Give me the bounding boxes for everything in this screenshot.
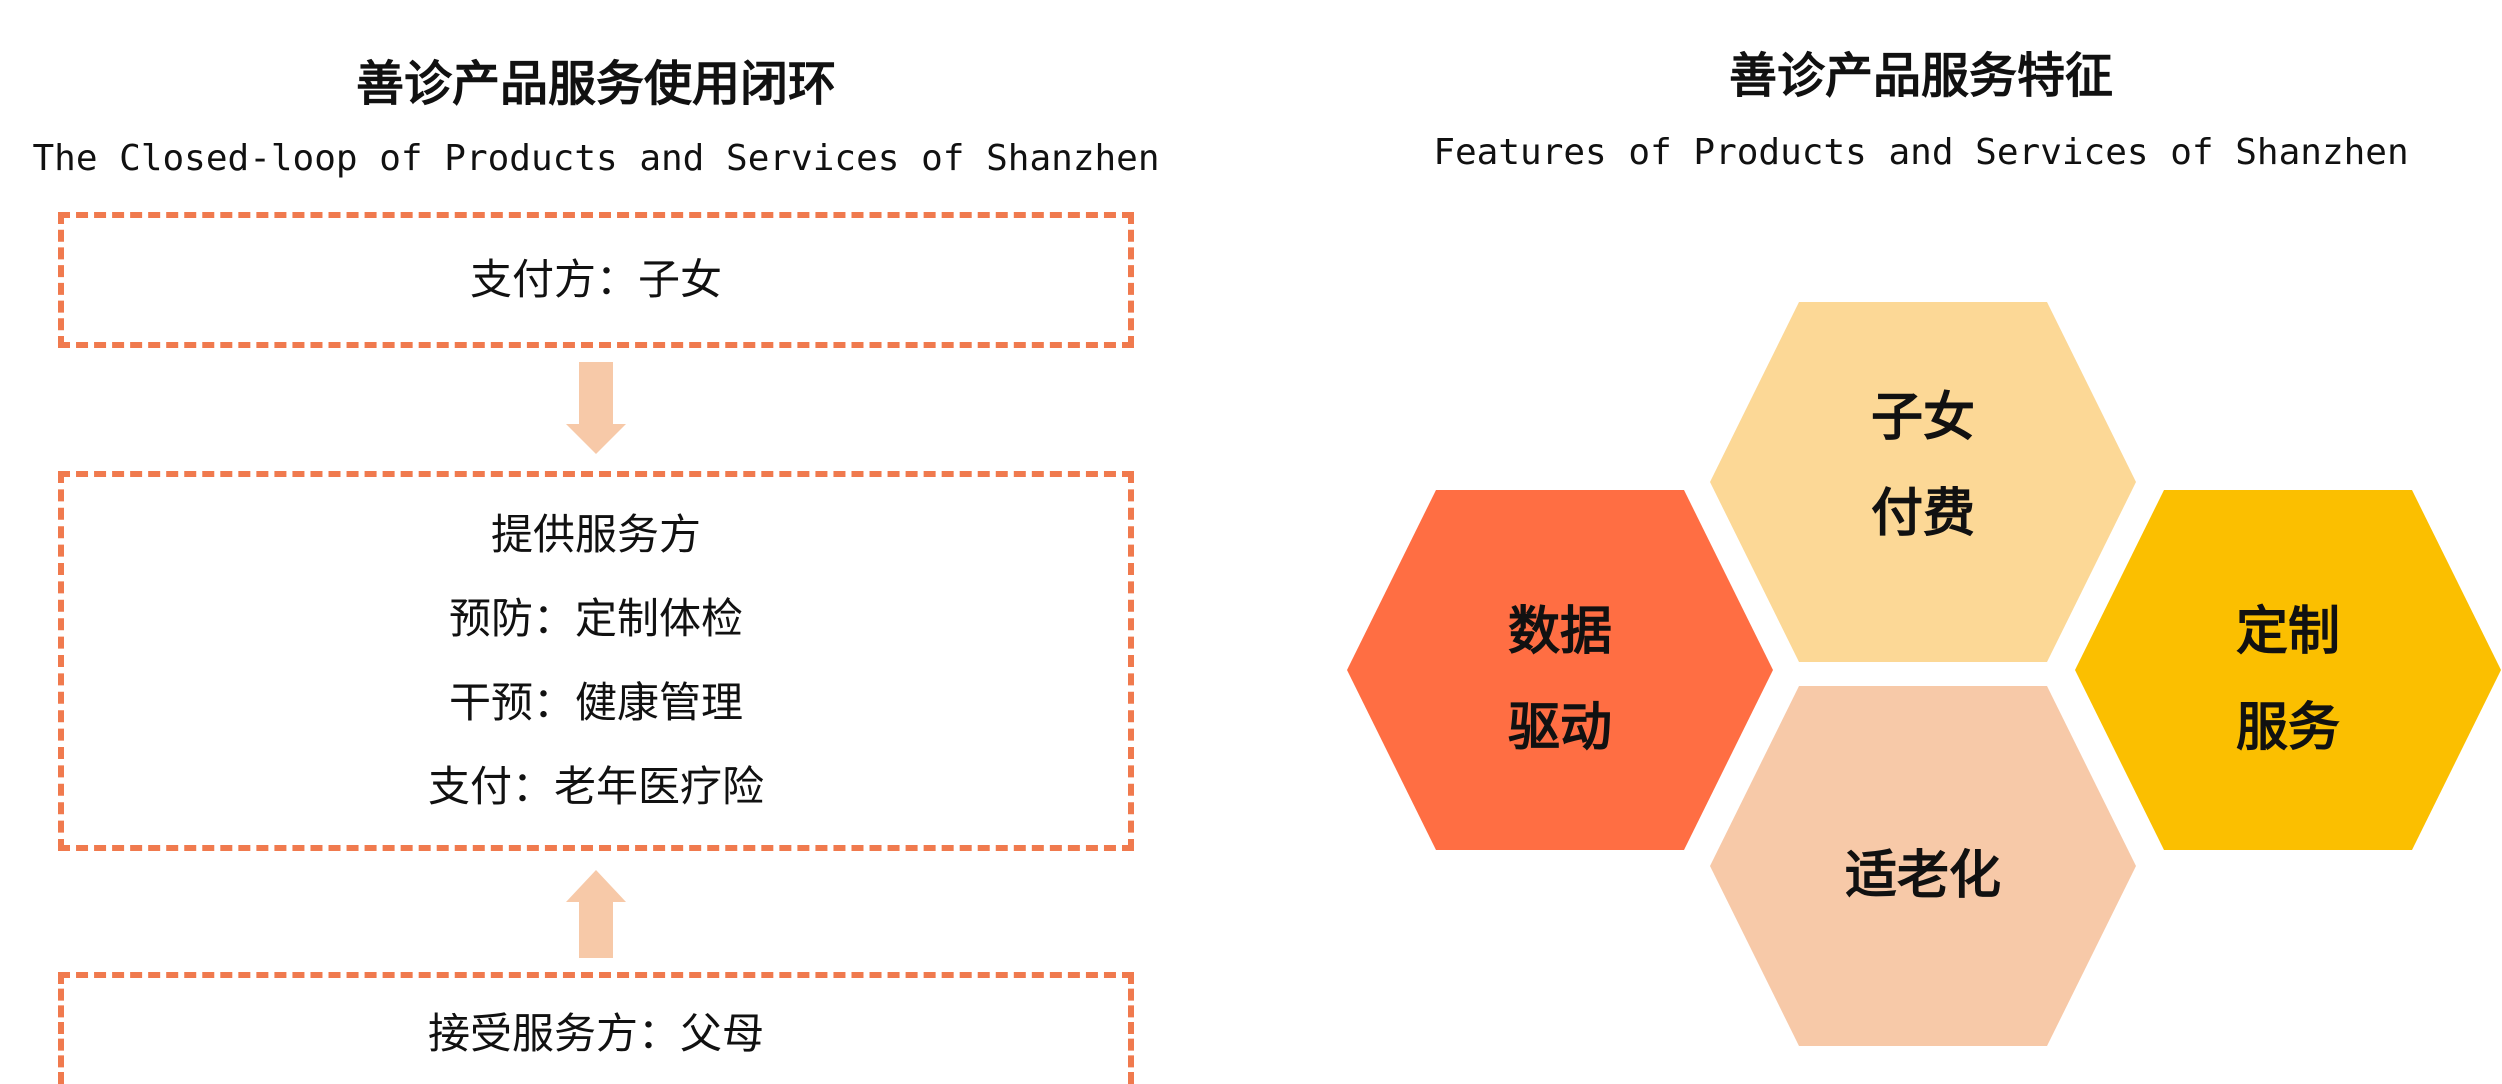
receiver-box: 接受服务方：父母 [58,972,1134,1084]
hexagon-children-pay-label: 子女 付费 [1723,370,2123,562]
hexagon-customized-service-line-1: 定制 [2235,602,2340,662]
provider-item-payment: 支付：老年医疗险 [427,762,764,811]
up-arrow [566,870,626,958]
hexagon-children-pay [1710,302,2136,662]
hexagon-children-pay-line-2: 付费 [1870,484,1975,544]
hexagon-elder-friendly-label: 适老化 [1723,828,2123,924]
hexagon-data-driven-line-1: 数据 [1507,602,1612,662]
provider-item-prevention: 预防：定制体检 [448,594,743,643]
hexagon-elder-friendly [1710,686,2136,1046]
hexagon-elder-friendly-line-1: 适老化 [1844,846,2001,906]
hexagon-children-pay-line-1: 子女 [1870,388,1975,448]
down-arrow [566,362,626,454]
hexagon-customized-service-line-2: 服务 [2235,698,2340,758]
payer-label: 支付方：子女 [469,255,722,304]
payer-box: 支付方：子女 [58,212,1134,348]
provider-heading: 提供服务方 [490,510,701,559]
receiver-label: 接受服务方：父母 [427,1009,764,1058]
hexagon-data-driven [1347,490,1773,850]
right-panel-subtitle: Features of Products and Services of Sha… [1433,132,2409,173]
left-panel-title: 善诊产品服务使用闭环 [355,56,836,112]
hexagon-data-driven-label: 数据 驱动 [1360,584,1760,776]
left-panel-subtitle: The Closed-loop of Products and Services… [32,138,1160,179]
provider-box: 提供服务方 预防：定制体检 干预：健康管理 支付：老年医疗险 [58,471,1134,851]
provider-item-intervention: 干预：健康管理 [448,678,743,727]
right-panel-title: 善诊产品服务特征 [1728,48,2113,104]
hexagon-data-driven-line-2: 驱动 [1507,698,1612,758]
hexagon-customized-service [2075,490,2501,850]
hexagon-customized-service-label: 定制 服务 [2088,584,2488,776]
